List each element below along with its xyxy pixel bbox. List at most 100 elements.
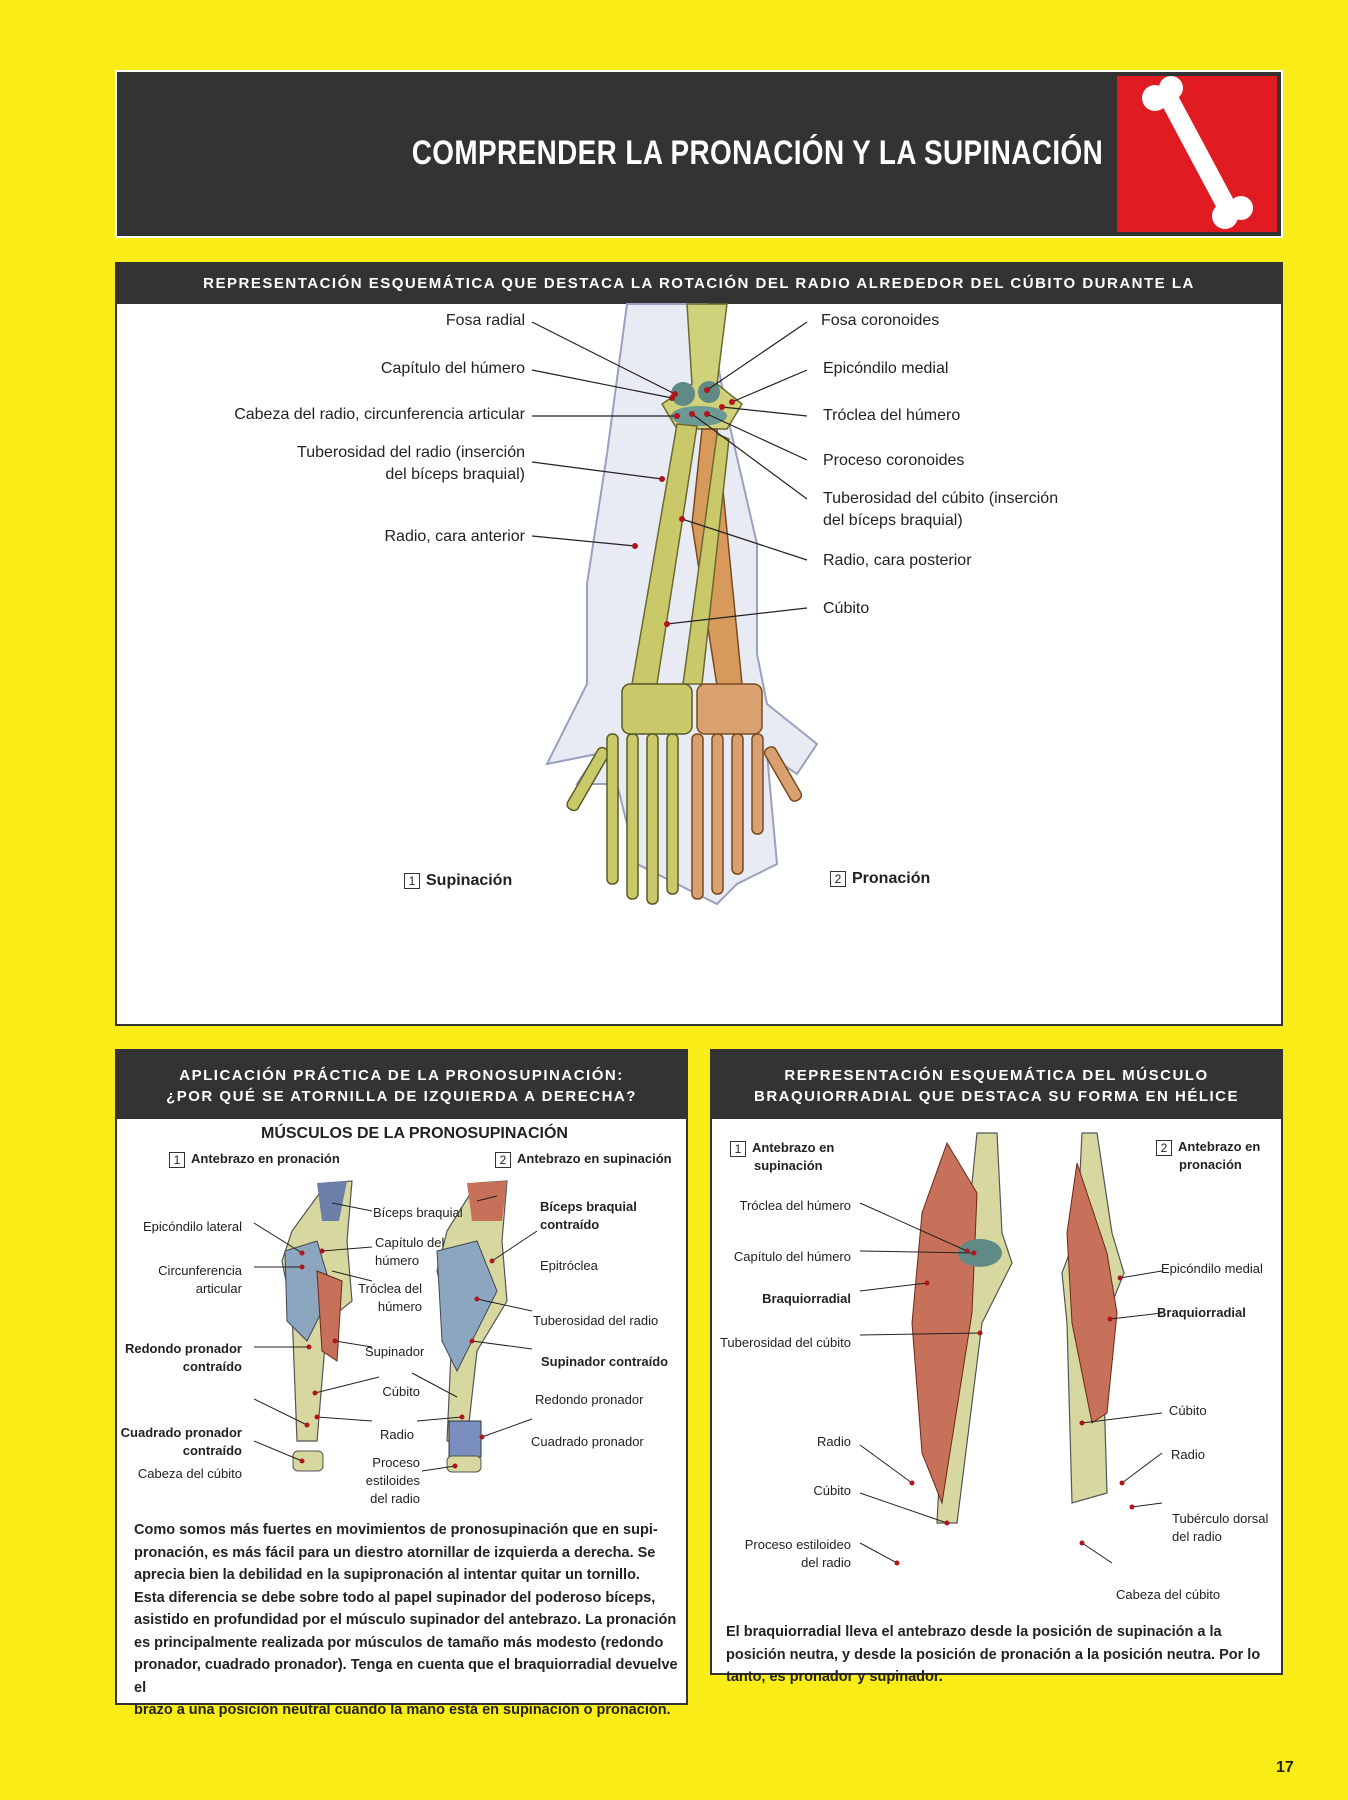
label-epitroclea: Epitróclea	[540, 1258, 598, 1273]
label-capitulo-p3: Capítulo del húmero	[733, 1249, 851, 1264]
fig2-text: Antebrazo en supinación	[517, 1151, 672, 1166]
label-tuberculo-p3-2: del radio	[1172, 1529, 1222, 1544]
page-header: COMPRENDER LA PRONACIÓN Y LA SUPINACIÓN	[115, 70, 1283, 238]
caption-supinacion: 1 Supinación	[404, 872, 512, 890]
fig1-number: 1	[169, 1151, 185, 1168]
fig1-text-p3: Antebrazo en	[752, 1140, 835, 1155]
label-cubito-p3: Cúbito	[813, 1483, 851, 1498]
label-tuberosidad-cubito-1: Tuberosidad del cúbito (inserción	[823, 490, 1059, 507]
label-proceso-p3-2: del radio	[801, 1555, 851, 1570]
brachioradialis-panel: REPRESENTACIÓN ESQUEMÁTICA DEL MÚSCULO B…	[710, 1049, 1283, 1685]
label-cabeza-radio: Cabeza del radio, circunferencia articul…	[234, 406, 525, 423]
label-epicondilo-medial: Epicóndilo medial	[823, 360, 949, 377]
label-radio-posterior: Radio, cara posterior	[823, 552, 972, 569]
rotation-panel-title: REPRESENTACIÓN ESQUEMÁTICA QUE DESTACA L…	[117, 264, 1281, 332]
label-cuadrado-pronador: Cuadrado pronador	[531, 1434, 644, 1449]
muscles-subtitle: MÚSCULOS DE LA PRONOSUPINACIÓN	[261, 1125, 568, 1142]
label-cubito: Cúbito	[823, 600, 870, 617]
label-biceps-contraido-2: contraído	[540, 1217, 600, 1232]
caption-1-number: 1	[404, 872, 420, 889]
label-supinador: Supinador	[365, 1344, 425, 1359]
label-radio-p2: Radio	[380, 1427, 414, 1442]
label-proceso-1: Proceso	[372, 1455, 420, 1470]
panel2-title-line2: ¿POR QUÉ SE ATORNILLA DE IZQUIERDA A DER…	[166, 1088, 637, 1105]
label-redondo-contraido-2: contraído	[182, 1359, 242, 1374]
label-troclea-2: húmero	[377, 1299, 422, 1314]
label-epicondilo-medial-p3: Epicóndilo medial	[1161, 1261, 1263, 1276]
caption-2-number: 2	[830, 870, 846, 887]
label-proceso-coronoides: Proceso coronoides	[823, 452, 965, 469]
label-redondo-contraido-1: Redondo pronador	[125, 1341, 242, 1356]
panel2-title-line1: APLICACIÓN PRÁCTICA DE LA PRONOSUPINACIÓ…	[179, 1067, 624, 1084]
label-tuberosidad-cubito-2: del bíceps braquial)	[823, 512, 963, 529]
label-braquiorradial-r-p3: Braquiorradial	[1157, 1305, 1246, 1320]
label-tuberosidad-cubito-p3: Tuberosidad del cúbito	[719, 1335, 851, 1350]
caption-1-text: Supinación	[426, 872, 513, 889]
label-circunferencia-1: Circunferencia	[158, 1263, 242, 1278]
fig1-text: Antebrazo en pronación	[191, 1151, 340, 1166]
bone-icon	[1142, 76, 1253, 229]
fig-pronation-label: 1 Antebrazo en pronación	[169, 1151, 340, 1168]
panel3-title-line1: REPRESENTACIÓN ESQUEMÁTICA DEL MÚSCULO	[784, 1067, 1209, 1084]
paragraph-line: asistido en profundidad por el músculo s…	[134, 1612, 677, 1628]
pronosupination-panel: APLICACIÓN PRÁCTICA DE LA PRONOSUPINACIÓ…	[115, 1049, 688, 1718]
label-cabeza-cubito: Cabeza del cúbito	[137, 1466, 242, 1481]
fig2-number: 2	[495, 1151, 511, 1168]
label-proceso-p3-1: Proceso estiloideo	[744, 1537, 851, 1552]
label-biceps-contraido-1: Bíceps braquial	[540, 1199, 637, 1214]
pronosupination-paragraph: Como somos más fuertes en movimientos de…	[134, 1519, 684, 1722]
fig2-number-p3: 2	[1156, 1139, 1172, 1156]
label-capitulo-humero: Capítulo del húmero	[380, 360, 525, 377]
label-radio-anterior: Radio, cara anterior	[384, 528, 525, 545]
brachioradialis-paragraph: El braquiorradial lleva el antebrazo des…	[726, 1621, 1276, 1689]
caption-pronacion: 2 Pronación	[830, 870, 930, 888]
paragraph-line: aprecia bien la debilidad en la supipron…	[134, 1567, 640, 1583]
label-capitulo-1: Capítulo del	[375, 1235, 445, 1250]
label-braquiorradial-p3: Braquiorradial	[762, 1291, 851, 1306]
fig-supination-label: 2 Antebrazo en supinación	[495, 1151, 672, 1168]
paragraph-line: pronación, es más fácil para un diestro …	[134, 1544, 656, 1561]
label-cubito-r-p3: Cúbito	[1169, 1403, 1207, 1418]
paragraph-line: es principalmente realizada por músculos…	[134, 1634, 664, 1651]
forearm-illustration	[531, 303, 819, 906]
label-capitulo-2: húmero	[375, 1253, 420, 1268]
label-tuberosidad-radio: Tuberosidad del radio	[533, 1313, 659, 1328]
label-troclea-p3: Tróclea del húmero	[739, 1198, 851, 1213]
panel3-title-line2: BRAQUIORRADIAL QUE DESTACA SU FORMA EN H…	[753, 1088, 1239, 1105]
pronosupination-panel-title: APLICACIÓN PRÁCTICA DE LA PRONOSUPINACIÓ…	[117, 1051, 686, 1119]
paragraph-line: tanto, es pronador y supinador.	[726, 1669, 943, 1685]
label-redondo-pronador: Redondo pronador	[535, 1392, 644, 1407]
label-proceso-2: estiloides	[365, 1473, 420, 1488]
fig-pronation-label-p3-2: pronación	[1179, 1157, 1242, 1172]
label-tuberosidad-radio-1: Tuberosidad del radio (inserción	[297, 444, 525, 461]
label-tuberculo-p3-1: Tubérculo dorsal	[1172, 1511, 1269, 1526]
caption-2-text: Pronación	[852, 870, 931, 887]
rotation-panel: REPRESENTACIÓN ESQUEMÁTICA QUE DESTACA L…	[115, 262, 1283, 1026]
brachioradialis-illustration	[859, 1132, 1163, 1566]
pronosupination-illustration	[253, 1180, 538, 1473]
label-proceso-3: del radio	[370, 1491, 420, 1506]
label-supinador-contraido: Supinador contraído	[541, 1354, 669, 1369]
brachioradialis-panel-title: REPRESENTACIÓN ESQUEMÁTICA DEL MÚSCULO B…	[712, 1051, 1281, 1119]
paragraph-line: El braquiorradial lleva el antebrazo des…	[726, 1624, 1222, 1640]
fig-supination-label-p3-2: supinación	[754, 1158, 823, 1173]
label-tuberosidad-radio-2: del bíceps braquial)	[385, 466, 525, 483]
label-radio-r-p3: Radio	[1171, 1447, 1205, 1462]
paragraph-line: pronador, cuadrado pronador). Tenga en c…	[134, 1657, 678, 1696]
label-radio-p3: Radio	[817, 1434, 851, 1449]
bone-icon-box	[1117, 76, 1277, 232]
paragraph-line: brazo a una posición neutral cuando la m…	[134, 1702, 671, 1718]
label-epicondilo-lateral: Epicóndilo lateral	[142, 1219, 242, 1234]
paragraph-line: posición neutra, y desde la posición de …	[726, 1646, 1261, 1663]
label-troclea-1: Tróclea del	[358, 1281, 422, 1296]
label-circunferencia-2: articular	[195, 1281, 242, 1296]
label-cuadrado-contraido-1: Cuadrado pronador	[120, 1425, 242, 1440]
page-number: 17	[1276, 1759, 1294, 1776]
label-biceps: Bíceps braquial	[373, 1205, 463, 1220]
label-fosa-radial: Fosa radial	[445, 312, 525, 329]
label-cubito-p2: Cúbito	[382, 1384, 420, 1399]
label-fosa-coronoides: Fosa coronoides	[821, 312, 940, 329]
label-cuadrado-contraido-2: contraído	[182, 1443, 242, 1458]
